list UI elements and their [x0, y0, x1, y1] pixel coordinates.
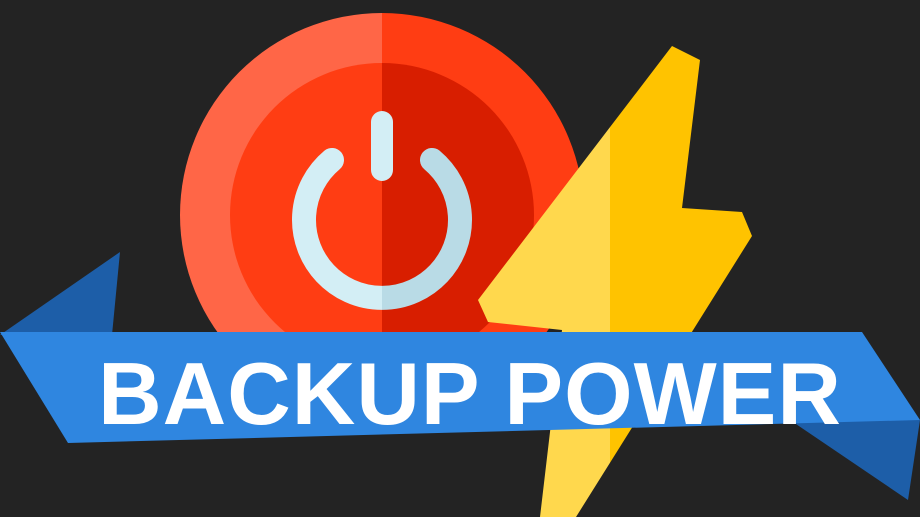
ribbon-right-tail [790, 420, 920, 500]
power-icon [292, 111, 472, 310]
banner-title: BACKUP POWER [98, 344, 842, 443]
ribbon-back-tails [0, 252, 920, 500]
ribbon-banner: BACKUP POWER [0, 332, 920, 443]
ribbon-front-band [0, 332, 920, 443]
power-button-icon [180, 13, 584, 417]
ribbon-left-tail [0, 252, 120, 335]
